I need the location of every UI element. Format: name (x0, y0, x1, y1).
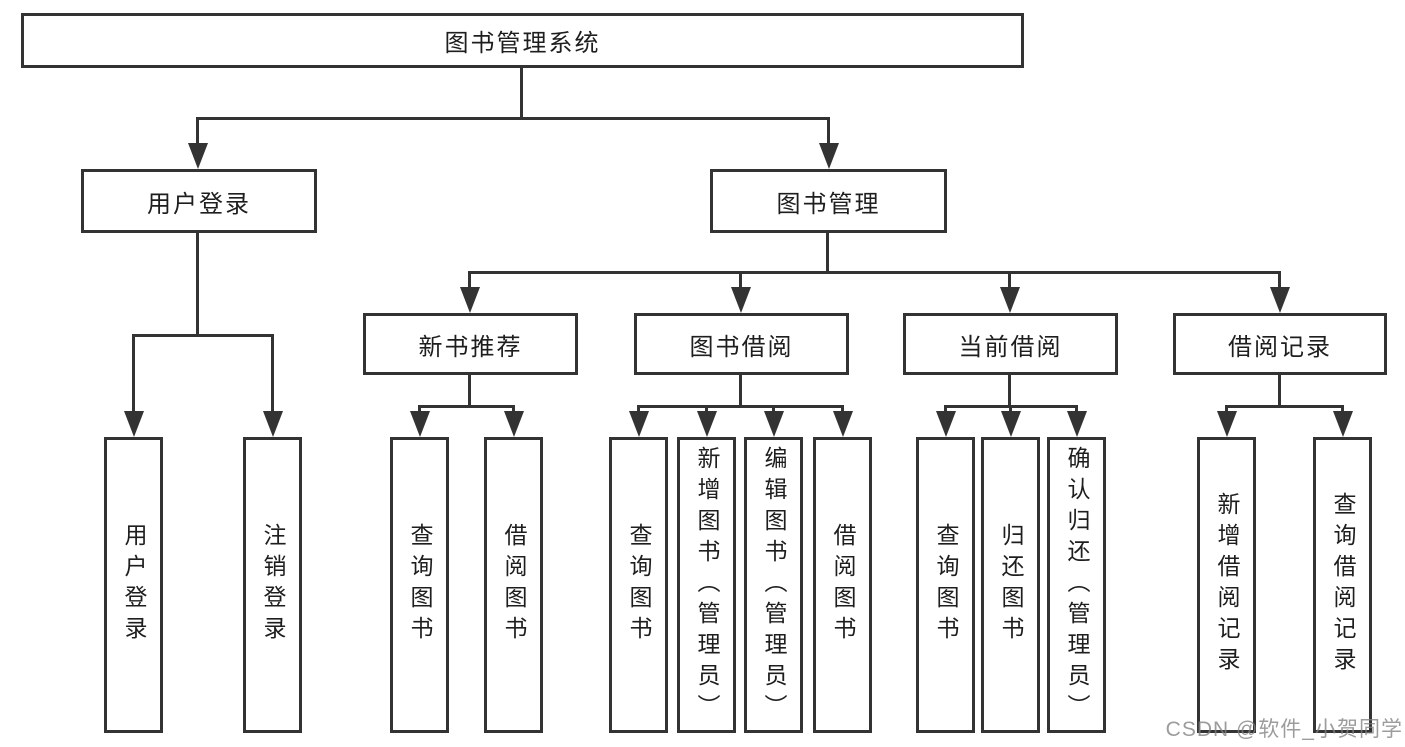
connector-line (1278, 373, 1281, 408)
node-label: 借阅图书 (501, 523, 527, 647)
node-leaf-add-borrow-record: 新增借阅记录 (1197, 437, 1256, 733)
connector-arrow (832, 405, 853, 437)
node-label: 借阅图书 (830, 523, 856, 647)
connector-line (1225, 405, 1344, 408)
node-label: 图书借阅 (689, 333, 794, 361)
node-leaf-add-book-admin: 新增图书（管理员） (677, 437, 736, 733)
connector-arrow (1066, 405, 1087, 437)
connector-arrow (123, 334, 144, 437)
connector-arrow (730, 271, 751, 313)
connector-arrow (1000, 405, 1021, 437)
node-library-system: 图书管理系统 (21, 13, 1024, 68)
connector-line (418, 405, 515, 408)
connector-line (739, 373, 742, 408)
node-label: 用户登录 (121, 523, 147, 647)
node-leaf-borrow-books-borrowing: 借阅图书 (813, 437, 872, 733)
connector-arrow (187, 117, 208, 169)
node-leaf-borrow-books-recommend: 借阅图书 (484, 437, 543, 733)
connector-line (637, 405, 844, 408)
connector-arrow (503, 405, 524, 437)
node-leaf-user-login: 用户登录 (104, 437, 163, 733)
node-label: 编辑图书（管理员） (761, 445, 787, 725)
node-book-management: 图书管理 (710, 169, 947, 233)
node-current-borrowing: 当前借阅 (903, 313, 1118, 375)
connector-arrow (1269, 271, 1290, 313)
connector-line (826, 231, 829, 274)
watermark: CSDN @软件_小贺同学 (1165, 718, 1403, 741)
connector-line (468, 271, 1281, 274)
connector-arrow (262, 334, 283, 437)
connector-line (196, 117, 830, 120)
connector-line (196, 231, 199, 337)
node-leaf-confirm-return-admin: 确认归还（管理员） (1047, 437, 1106, 733)
node-label: 归还图书 (998, 523, 1024, 647)
connector-arrow (1216, 405, 1237, 437)
node-leaf-query-books-borrowing: 查询图书 (609, 437, 668, 733)
node-label: 借阅记录 (1228, 333, 1332, 361)
node-label: 查询图书 (407, 523, 433, 647)
node-new-book-recommend: 新书推荐 (363, 313, 578, 375)
connector-line (132, 334, 274, 337)
node-label: 图书管理系统 (444, 30, 601, 57)
node-label: 注销登录 (260, 523, 286, 647)
connector-arrow (696, 405, 717, 437)
node-leaf-edit-book-admin: 编辑图书（管理员） (744, 437, 803, 733)
connector-arrow (818, 117, 839, 169)
node-leaf-query-books-current: 查询图书 (916, 437, 975, 733)
node-label: 当前借阅 (958, 333, 1063, 361)
node-label: 查询借阅记录 (1330, 492, 1356, 678)
connector-line (520, 66, 523, 120)
connector-arrow (1332, 405, 1353, 437)
node-label: 新增借阅记录 (1214, 492, 1240, 678)
node-leaf-logout: 注销登录 (243, 437, 302, 733)
node-label: 查询图书 (626, 523, 652, 647)
connector-arrow (459, 271, 480, 313)
node-user-login: 用户登录 (81, 169, 317, 233)
connector-arrow (999, 271, 1020, 313)
node-label: 图书管理 (776, 190, 881, 218)
connector-arrow (935, 405, 956, 437)
node-borrowing-records: 借阅记录 (1173, 313, 1387, 375)
node-leaf-return-book: 归还图书 (981, 437, 1040, 733)
connector-line (1008, 373, 1011, 408)
connector-arrow (409, 405, 430, 437)
node-label: 新书推荐 (418, 333, 523, 361)
node-label: 确认归还（管理员） (1064, 445, 1090, 725)
connector-arrow (628, 405, 649, 437)
node-leaf-query-books-recommend: 查询图书 (390, 437, 449, 733)
connector-arrow (763, 405, 784, 437)
node-label: 用户登录 (147, 190, 251, 218)
node-book-borrowing: 图书借阅 (634, 313, 849, 375)
connector-line (468, 373, 471, 408)
node-label: 查询图书 (933, 523, 959, 647)
node-label: 新增图书（管理员） (694, 445, 720, 725)
node-leaf-query-borrow-record: 查询借阅记录 (1313, 437, 1372, 733)
